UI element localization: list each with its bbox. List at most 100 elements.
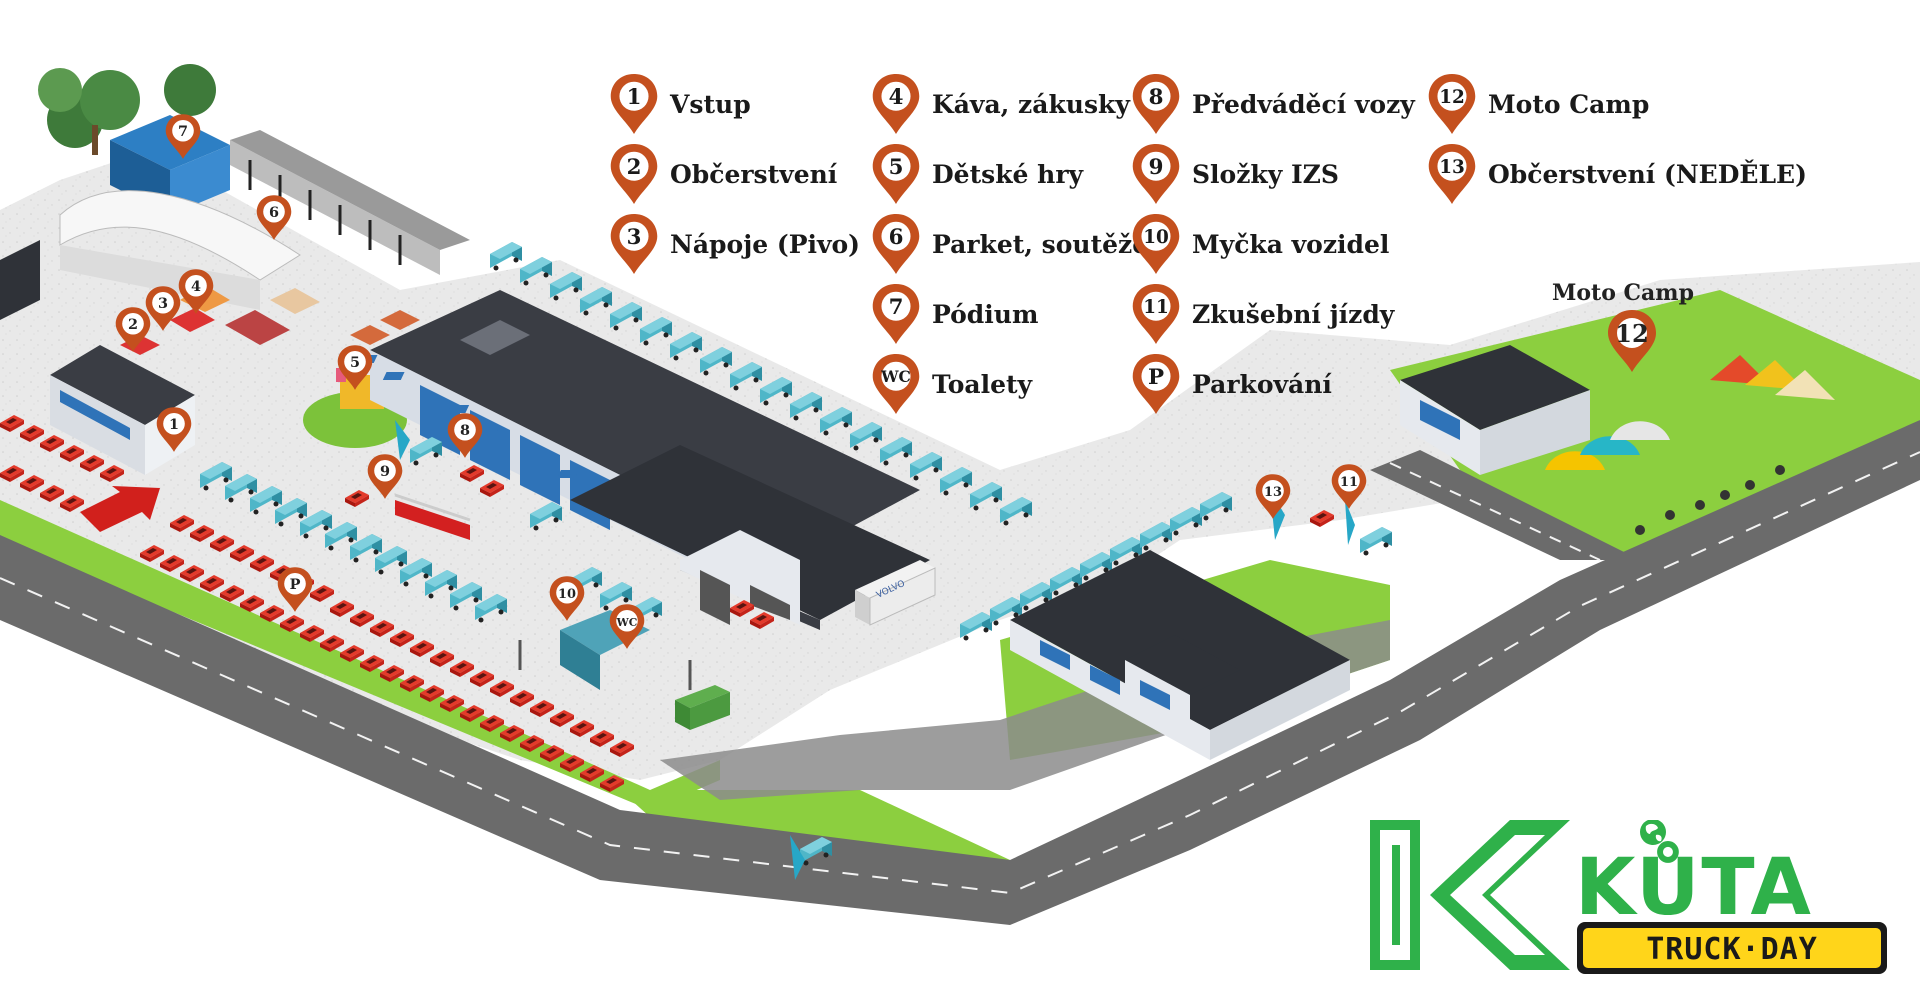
legend-item-2: 2 Občerstvení [608,142,837,206]
legend-label: Pódium [932,299,1039,329]
map-pin-1[interactable]: 1 [156,407,192,452]
svg-text:12: 12 [1439,87,1465,108]
legend-label: Zkušební jízdy [1192,299,1395,329]
legend-item-10: 10 Myčka vozidel [1130,212,1389,276]
right-hall-annex [1125,635,1240,745]
entrance-arrow [80,486,160,532]
map-pin-icon: 8 [1132,73,1180,135]
legend-label: Dětské hry [932,159,1084,189]
legend-item-9: 9 Složky IZS [1130,142,1339,206]
legend-label: Složky IZS [1192,159,1339,189]
map-pin-13[interactable]: 13 [1255,474,1291,519]
main-road [0,420,1920,925]
map-pin-icon: 2 [610,143,658,205]
legend-item-8: 8 Předváděcí vozy [1130,72,1415,136]
map-pin-4[interactable]: 4 [178,269,214,314]
brand-name: KŮTA [1575,841,1813,933]
moto-camp-building [1400,345,1590,475]
moto-camp-area-label: Moto Camp [1552,280,1694,306]
legend-item-7: 7 Pódium [870,282,1038,346]
legend-label: Občerstvení (NEDĚLE) [1488,159,1807,189]
trees [38,64,216,155]
map-pin-icon: WC [872,353,920,415]
map-pin-3[interactable]: 3 [145,286,181,331]
legend-label: Káva, zákusky [932,89,1130,119]
front-hall [570,445,930,630]
svg-text:10: 10 [1143,227,1169,248]
pin-label: 9 [380,463,390,480]
pin-label: 12 [1615,319,1648,348]
map-pin-7[interactable]: 7 [165,114,201,159]
party-tents [350,310,420,345]
svg-text:3: 3 [627,225,642,250]
left-building [0,240,40,320]
map-pin-icon: 10 [1132,213,1180,275]
legend-item-1: 1 Vstup [608,72,751,136]
map-pin-icon: 7 [872,283,920,345]
volvo-trailer: VOLVO [855,560,936,626]
legend-label: Parkování [1192,369,1332,399]
legend-label: Toalety [932,369,1033,399]
legend-item-6: 6 Parket, soutěže [870,212,1148,276]
legend-item-5: 5 Dětské hry [870,142,1083,206]
camp-tents [1545,355,1835,470]
map-pin-6[interactable]: 6 [256,195,292,240]
map-pin-12[interactable]: 12 [1608,310,1656,372]
main-road-markings [0,451,1920,895]
map-pin-11[interactable]: 11 [1331,464,1367,509]
legend-item-3: 3 Nápoje (Pivo) [608,212,860,276]
legend-label: Parket, soutěže [932,229,1149,259]
svg-text:WC: WC [880,367,911,386]
food-stalls [120,285,320,355]
green-container [675,685,730,730]
svg-text:8: 8 [1149,85,1164,110]
pin-label: 11 [1340,475,1358,490]
map-pin-icon: 6 [872,213,920,275]
legend-label: Moto Camp [1488,89,1650,119]
pin-label: 7 [178,123,188,140]
pin-label: 8 [460,422,470,439]
fire-truck [394,493,471,540]
svg-text:1: 1 [627,85,642,110]
truck-day-plate: TRUCK·DAY [1577,922,1887,974]
legend-label: Občerstvení [670,159,838,189]
legend-item-wc: WC Toalety [870,352,1032,416]
pin-label: 13 [1264,485,1282,500]
pin-label: 4 [191,278,201,295]
map-pin-parking[interactable]: P [277,567,313,612]
map-pin-5[interactable]: 5 [337,345,373,390]
covered-parking-structure [230,130,470,275]
svg-text:9: 9 [1149,155,1164,180]
svg-text:6: 6 [889,225,904,250]
kuta-truck-day-logo: KŮTA TRUCK·DAY [1370,820,1887,974]
legend-label: Myčka vozidel [1192,229,1390,259]
map-pin-9[interactable]: 9 [367,454,403,499]
legend-item-13: 13 Občerstvení (NEDĚLE) [1426,142,1807,206]
legend-item-11: 11 Zkušební jízdy [1130,282,1394,346]
map-pin-icon: 5 [872,143,920,205]
map-pin-2[interactable]: 2 [115,307,151,352]
map-pin-wc[interactable]: WC [609,604,645,649]
svg-text:13: 13 [1439,157,1465,178]
motorcycles [1635,465,1785,535]
legend-label: Vstup [670,89,751,119]
pin-label: 1 [169,416,179,433]
side-road [1370,450,1640,560]
map-pin-icon: 12 [1428,73,1476,135]
k-emblem [1370,820,1570,970]
svg-text:4: 4 [889,85,904,110]
map-pin-icon: 3 [610,213,658,275]
pin-label: 6 [269,204,279,221]
map-pin-10[interactable]: 10 [549,576,585,621]
map-pin-8[interactable]: 8 [447,413,483,458]
map-pin-icon: 11 [1132,283,1180,345]
pin-label: 2 [128,316,138,333]
pin-label: 10 [558,587,576,602]
svg-text:11: 11 [1143,297,1169,318]
svg-text:5: 5 [889,155,904,180]
pin-label: 3 [158,295,168,312]
legend-label: Předváděcí vozy [1192,89,1415,119]
svg-text:7: 7 [889,295,904,320]
brand-tagline: TRUCK·DAY [1646,932,1818,967]
